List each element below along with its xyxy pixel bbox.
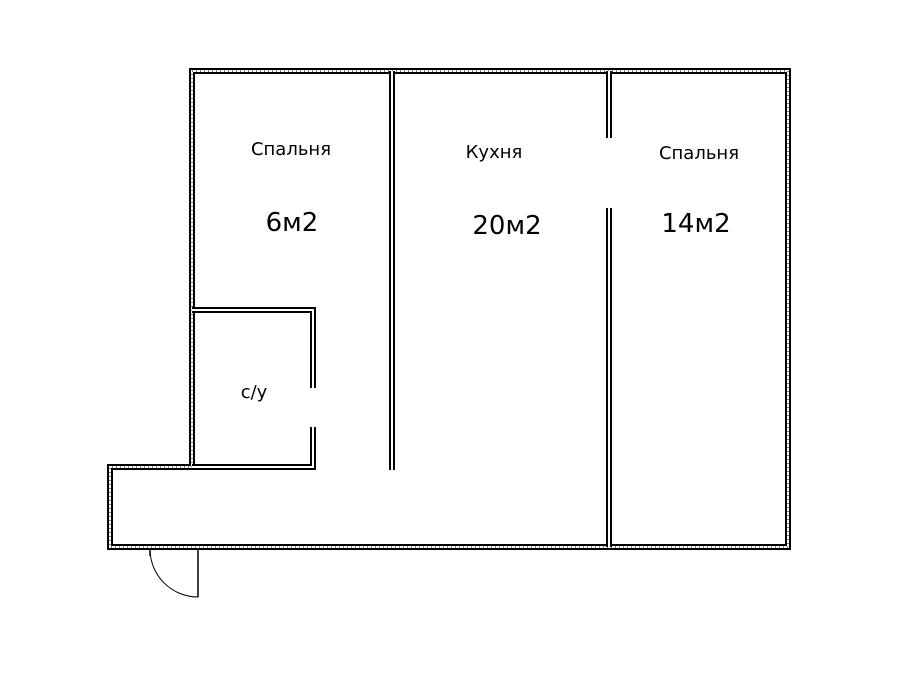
- kitchen-name: Кухня: [466, 142, 523, 163]
- kitchen-area: 20м2: [472, 211, 541, 241]
- bedroom-right-name: Спальня: [659, 143, 739, 164]
- bedroom-left-area: 6м2: [266, 208, 319, 238]
- bedroom-right-area: 14м2: [661, 209, 730, 239]
- walls: [107, 68, 791, 550]
- bathroom-walls: [192, 307, 316, 470]
- bedroom-left-name: Спальня: [251, 139, 331, 160]
- bathroom-name: с/у: [241, 382, 268, 403]
- entrance-door[interactable]: [149, 548, 199, 598]
